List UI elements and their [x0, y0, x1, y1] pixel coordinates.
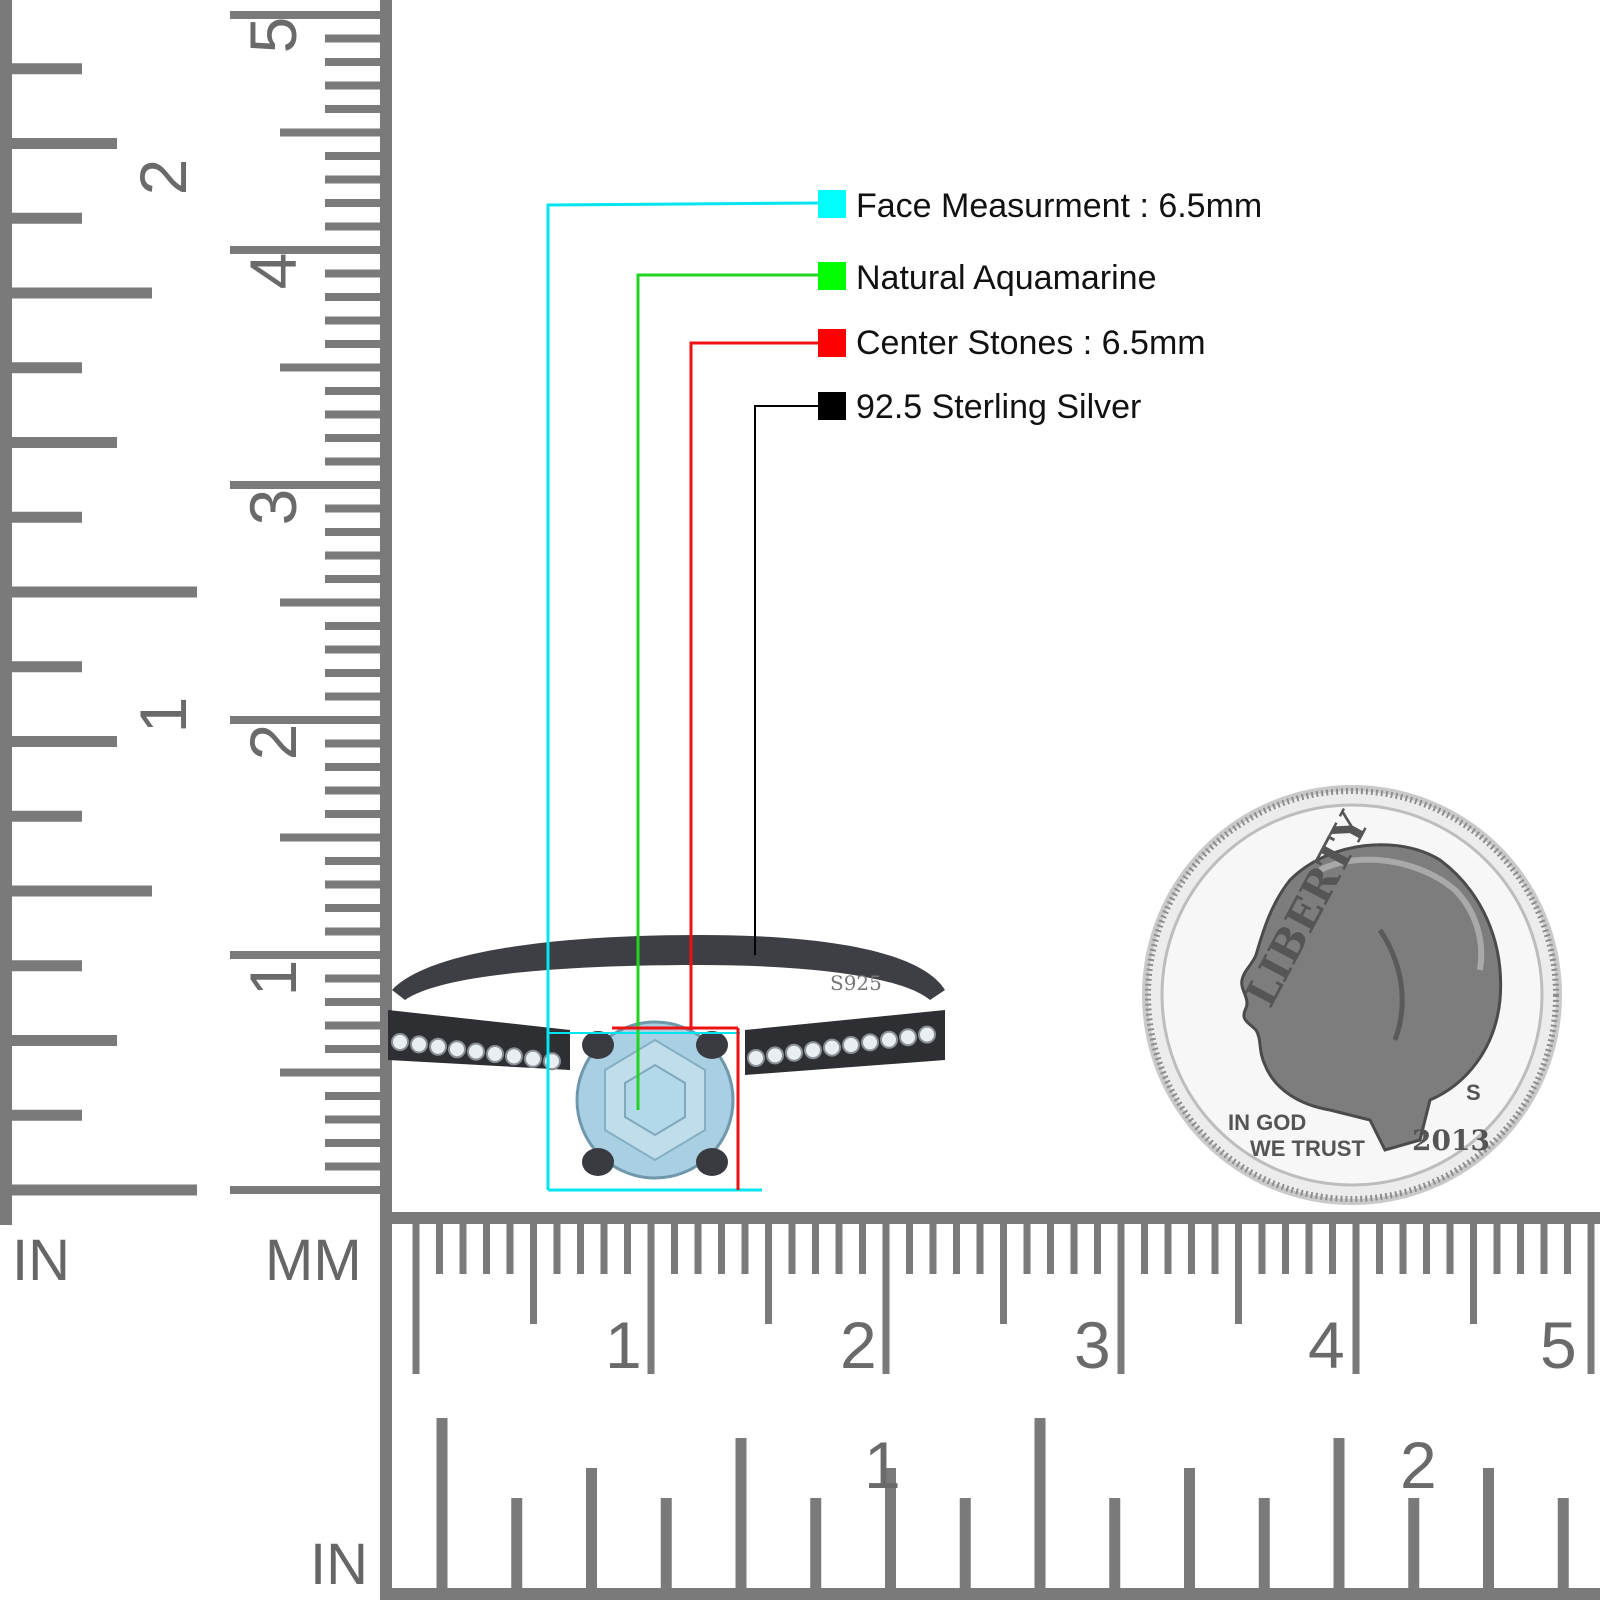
ring-band-front [388, 1010, 570, 1070]
pave-stone [524, 1049, 542, 1068]
pave-stone [486, 1045, 504, 1063]
bottom-inch-number: 2 [1400, 1428, 1437, 1502]
pave-stone [448, 1040, 466, 1059]
pave-stone [391, 1033, 409, 1051]
coin-motto-1: IN GOD [1228, 1110, 1306, 1135]
coin-mint-mark: S [1466, 1080, 1481, 1105]
pave-stones [391, 1025, 936, 1071]
bottom-ruler [380, 1212, 1600, 1600]
pave-stone [804, 1041, 822, 1060]
coin-motto-2: WE TRUST [1250, 1136, 1365, 1161]
dime-coin: LIBERTY IN GOD WE TRUST 2013 S [1142, 785, 1562, 1205]
aquamarine-guide-line [636, 273, 818, 1110]
left-ruler [0, 0, 392, 1225]
left-mm-number: 4 [236, 252, 310, 290]
legend-label-silver: 92.5 Sterling Silver [856, 388, 1142, 426]
left-mm-number: 5 [236, 16, 310, 54]
left-mm-ticks [230, 11, 380, 1194]
left-inch-ticks [12, 63, 197, 1196]
legend-swatch-face [818, 190, 846, 218]
bottom-inch-unit-label: IN [310, 1532, 368, 1597]
bottom-mm-ticks [412, 1224, 1595, 1374]
ring-stamp: S925 [830, 971, 882, 995]
pave-stone [505, 1047, 523, 1066]
prong [696, 1031, 728, 1059]
legend-swatch-center-stones [818, 329, 846, 357]
face-guide-line [546, 201, 819, 1190]
left-inch-unit-label: IN [12, 1228, 70, 1293]
pave-stone [899, 1028, 917, 1047]
left-mm-number: 2 [236, 723, 310, 761]
prong [582, 1148, 614, 1176]
left-inch-number: 2 [126, 158, 200, 196]
bottom-mm-number: 3 [1074, 1308, 1111, 1382]
pave-stone [410, 1035, 428, 1054]
pave-stone [543, 1052, 561, 1071]
ring-illustration: S925 [388, 935, 945, 1180]
pave-stone [842, 1036, 860, 1054]
left-inch-number: 1 [126, 696, 200, 734]
bottom-mm-number: 2 [840, 1308, 877, 1382]
legend-label-aquamarine: Natural Aquamarine [856, 259, 1157, 297]
bottom-mm-number: 5 [1540, 1308, 1577, 1382]
pave-stone [429, 1037, 447, 1056]
pave-stone [747, 1049, 765, 1067]
pave-stone [918, 1025, 936, 1044]
legend-label-center-stones: Center Stones : 6.5mm [856, 324, 1206, 362]
prong [696, 1148, 728, 1176]
bottom-mm-number: 4 [1308, 1308, 1345, 1382]
pave-stone [467, 1042, 485, 1061]
prong [582, 1031, 614, 1059]
bottom-inch-number: 1 [864, 1428, 901, 1502]
measurement-guides [546, 201, 819, 1192]
left-mm-number: 1 [236, 959, 310, 997]
ring-band-back [392, 935, 945, 1000]
silver-guide-line [754, 405, 818, 955]
pave-stone [785, 1043, 803, 1062]
bottom-mm-number: 1 [605, 1308, 642, 1382]
pave-stone [880, 1030, 898, 1049]
portrait-shape [1240, 843, 1503, 1152]
center-stone-guide-line [689, 341, 818, 1030]
pave-stone [823, 1038, 841, 1057]
left-mm-number: 3 [236, 488, 310, 526]
left-mm-unit-label: MM [265, 1228, 362, 1293]
pave-stone [766, 1046, 784, 1065]
coin-year: 2013 [1412, 1124, 1490, 1157]
legend-label-face: Face Measurment : 6.5mm [856, 187, 1263, 225]
pave-stone [861, 1033, 879, 1052]
bottom-inch-ticks [436, 1418, 1569, 1588]
legend-swatch-aquamarine [818, 262, 846, 290]
legend-swatch-silver [818, 392, 846, 420]
